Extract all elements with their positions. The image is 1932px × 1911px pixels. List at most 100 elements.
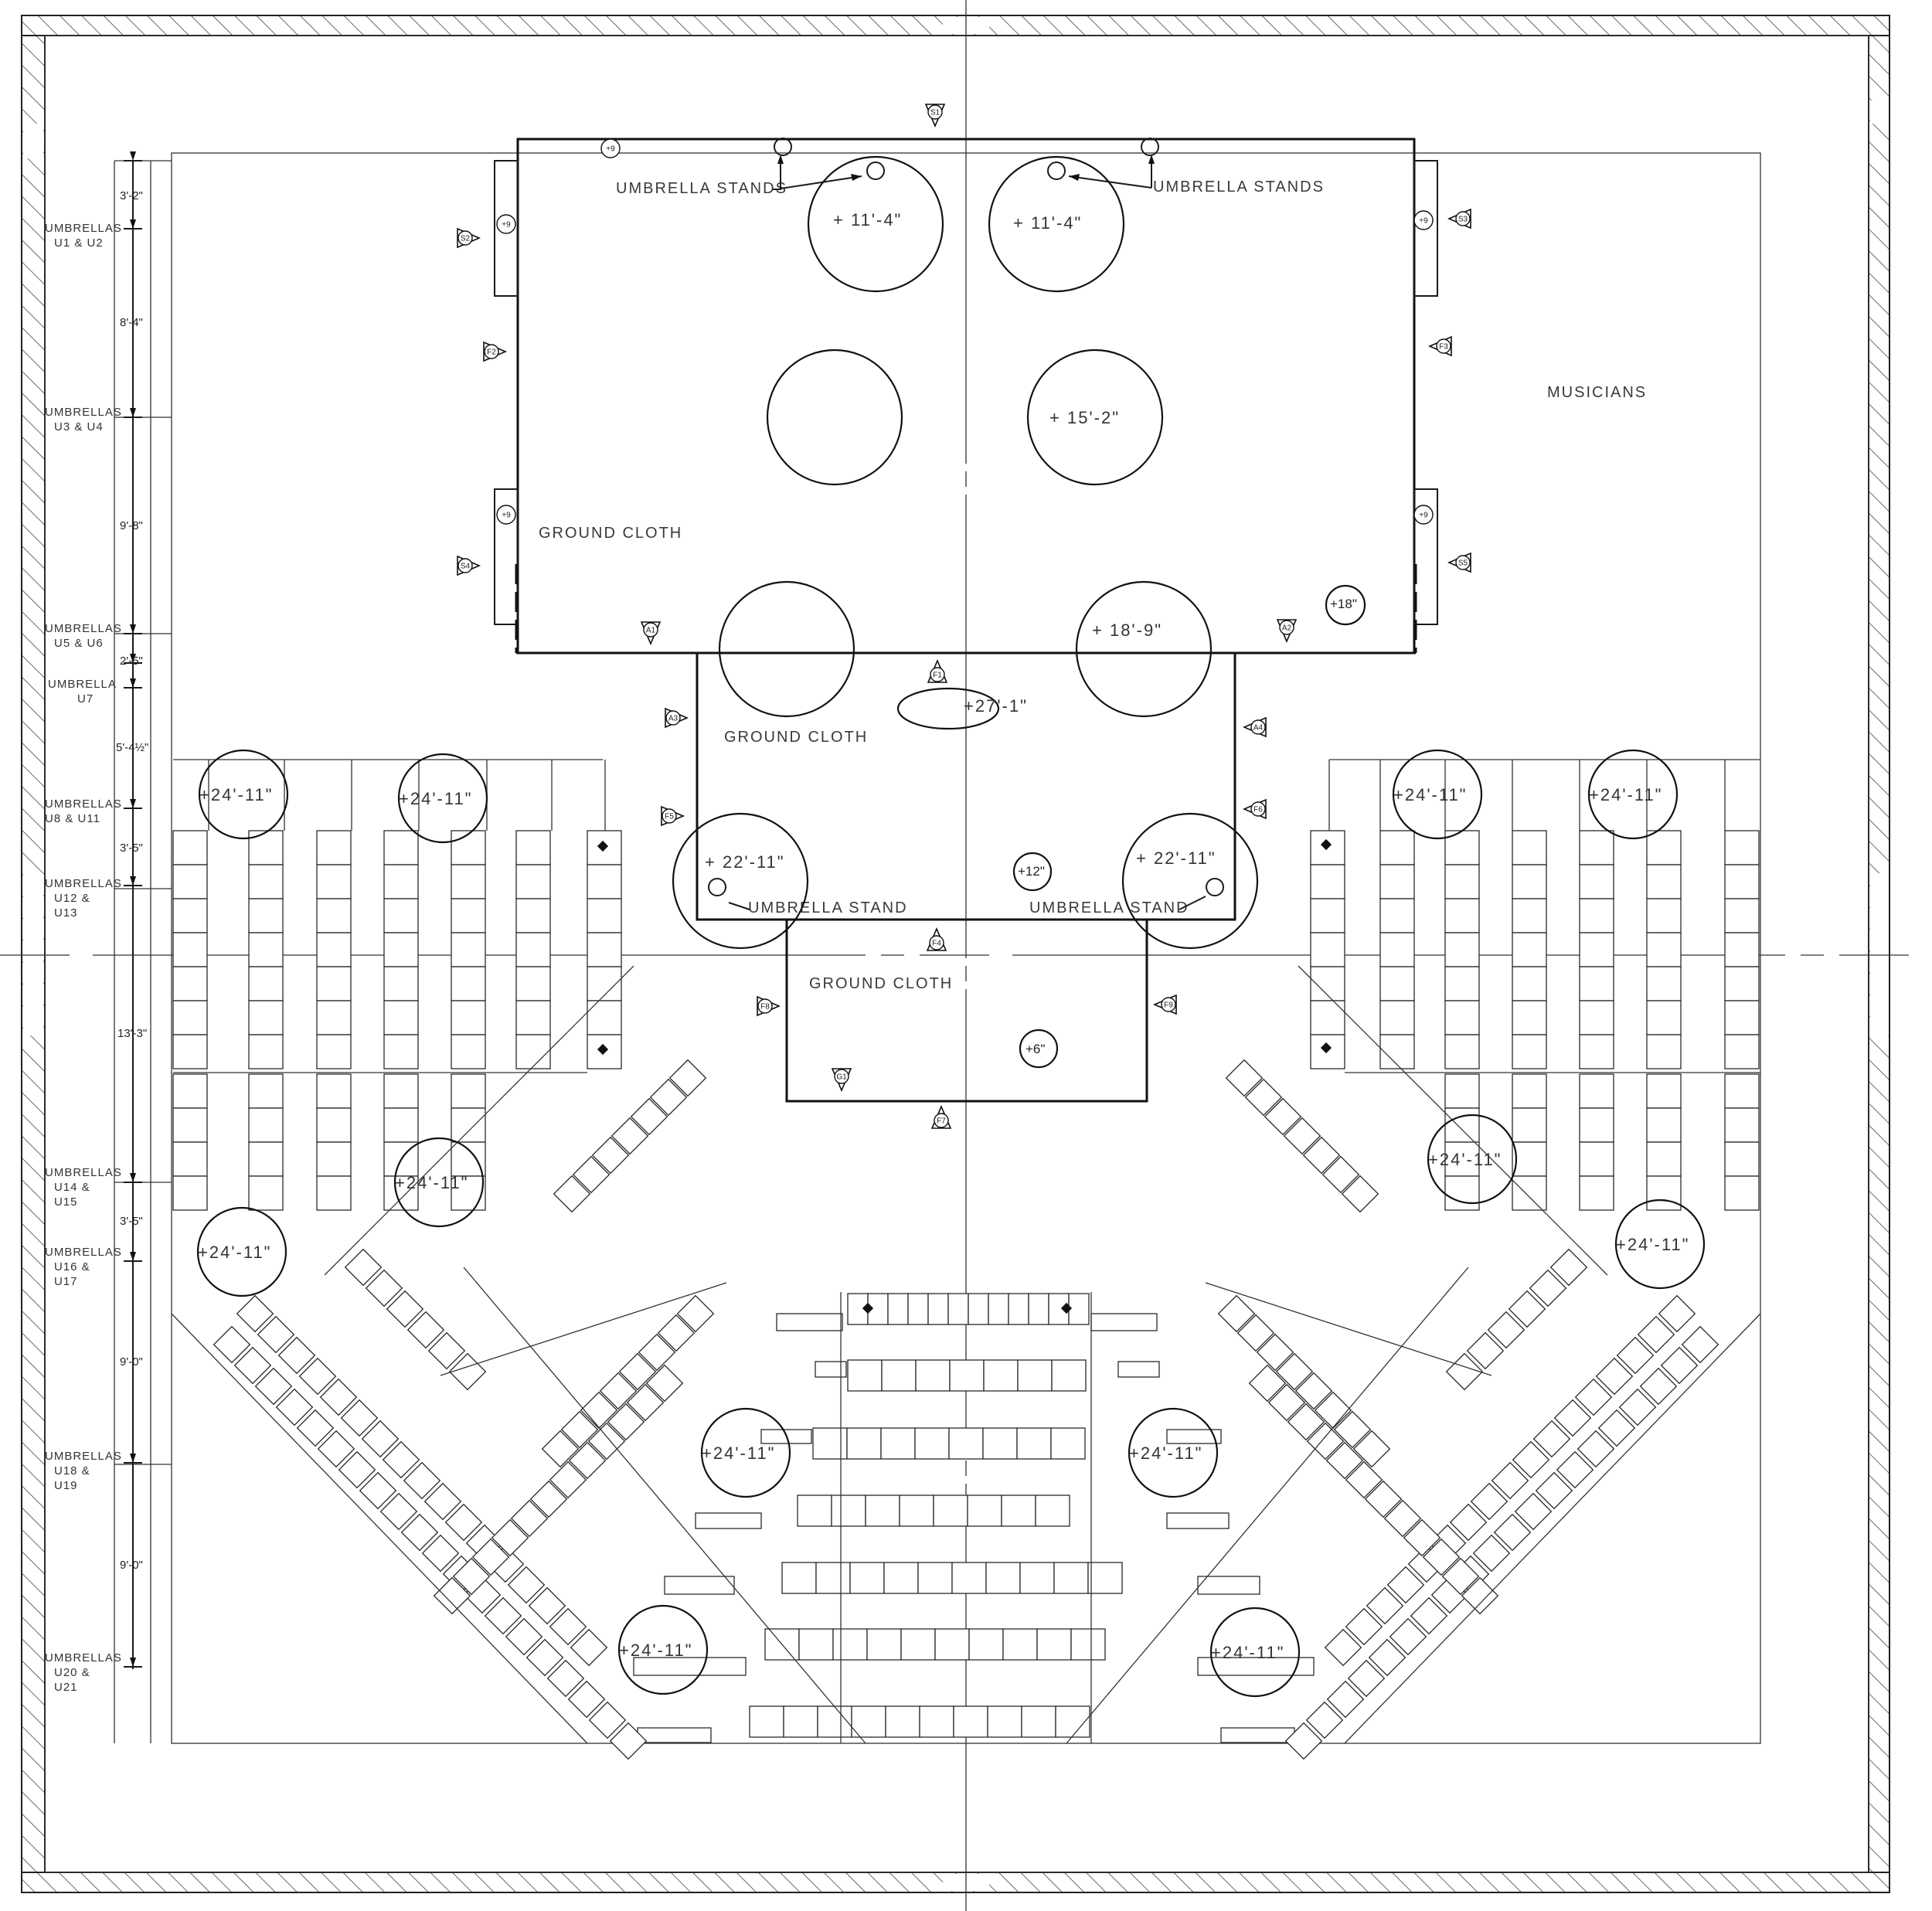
svg-text:+9: +9	[606, 145, 615, 154]
seat-bench	[637, 1727, 712, 1743]
marker: S3	[1447, 208, 1471, 230]
seat-bench	[1166, 1429, 1222, 1444]
seat	[1512, 1034, 1547, 1069]
seat	[1321, 1155, 1360, 1194]
svg-text:G1: G1	[836, 1073, 847, 1082]
seat	[1512, 1000, 1547, 1035]
seat	[1724, 932, 1760, 967]
seat	[587, 932, 622, 967]
seat	[1512, 932, 1547, 967]
seat	[316, 1073, 352, 1109]
seat	[1386, 1566, 1425, 1604]
square-marker	[1320, 1042, 1332, 1054]
audience-umbrella	[617, 1604, 709, 1695]
seat	[1646, 966, 1682, 1001]
circle-label: +6"	[1026, 1042, 1045, 1056]
side-label: U12 &	[54, 892, 90, 905]
seat	[572, 1155, 611, 1194]
seat	[587, 898, 622, 933]
seat	[1724, 898, 1760, 933]
seat	[985, 1562, 1021, 1594]
seat	[1658, 1294, 1696, 1333]
seat	[1579, 1073, 1614, 1109]
seat	[248, 932, 284, 967]
svg-text:F8: F8	[760, 1003, 770, 1012]
seat	[1275, 1352, 1314, 1391]
dim-label: 8'-4"	[120, 316, 143, 329]
svg-text:S4: S4	[461, 563, 471, 571]
dim-label: 3'-5"	[120, 842, 143, 855]
audience-umbrella-label: +24'-11"	[1211, 1643, 1285, 1662]
marker: S2	[457, 227, 481, 249]
dim-label: 5'-4½"	[116, 741, 148, 754]
side-label: U8 & U11	[45, 812, 100, 825]
seat	[484, 1596, 522, 1635]
seat	[526, 1638, 564, 1677]
seat	[248, 864, 284, 899]
seat	[887, 1293, 909, 1325]
svg-text:F5: F5	[665, 813, 674, 821]
seat	[1217, 1294, 1256, 1333]
seat	[383, 1034, 419, 1069]
side-label: UMBRELLAS	[45, 622, 122, 635]
seat	[618, 1352, 657, 1391]
seat	[1646, 1073, 1682, 1109]
seat	[1036, 1628, 1072, 1661]
seat	[1310, 898, 1345, 933]
seat	[1383, 1499, 1422, 1538]
seat	[383, 1175, 419, 1211]
seat	[1403, 1518, 1441, 1557]
seat	[983, 1359, 1019, 1392]
seat	[316, 932, 352, 967]
seat	[570, 1628, 608, 1667]
dim-arrow	[130, 1454, 136, 1463]
stage-umbrellas	[672, 155, 1366, 1069]
audience-umbrella-label: +24'-11"	[619, 1641, 693, 1660]
seat	[365, 1269, 403, 1307]
seat	[1512, 1107, 1547, 1143]
seat	[1639, 1367, 1678, 1406]
seat	[1472, 1534, 1511, 1573]
seat	[248, 1107, 284, 1143]
seat	[172, 966, 208, 1001]
seat	[1087, 1562, 1123, 1594]
seat	[316, 898, 352, 933]
side-label: UMBRELLAS	[45, 222, 122, 235]
circle-label: + 22'-11"	[705, 852, 785, 872]
seat	[1310, 864, 1345, 899]
svg-text:F4: F4	[932, 940, 941, 948]
umbrella-stands-label: UMBRELLA STANDS	[1153, 179, 1325, 196]
seat	[649, 1078, 688, 1117]
seat	[451, 830, 486, 865]
seat	[1444, 1073, 1480, 1109]
seat	[1724, 864, 1760, 899]
side-label: U13	[54, 906, 78, 920]
seat-bench	[1220, 1727, 1295, 1743]
seat	[248, 1000, 284, 1035]
side-label: UMBRELLAS	[45, 1651, 122, 1664]
side-label: U20 &	[54, 1666, 90, 1679]
seat	[507, 1566, 546, 1604]
seat	[451, 1175, 486, 1211]
seat	[172, 1107, 208, 1143]
seat	[919, 1705, 954, 1738]
seat	[1579, 1107, 1614, 1143]
plan-boundary	[171, 152, 1761, 1744]
seat	[1368, 1638, 1406, 1677]
seat	[1284, 1722, 1323, 1760]
seat	[934, 1628, 970, 1661]
seat	[947, 1293, 969, 1325]
seat	[587, 1000, 622, 1035]
seat	[1579, 864, 1614, 899]
ground-cloth-label: GROUND CLOTH	[809, 975, 953, 992]
audience-umbrellas: +24'-11"+24'-11"+24'-11"+24'-11"+24'-11"…	[196, 749, 1706, 1698]
seat	[316, 1175, 352, 1211]
svg-text:A1: A1	[646, 627, 656, 635]
marker: F5	[661, 805, 685, 827]
seat	[248, 1034, 284, 1069]
seat	[1248, 1364, 1287, 1403]
audience-umbrella	[700, 1407, 791, 1498]
seat	[172, 932, 208, 967]
svg-text:F9: F9	[1164, 1001, 1173, 1010]
seat	[1341, 1175, 1379, 1213]
